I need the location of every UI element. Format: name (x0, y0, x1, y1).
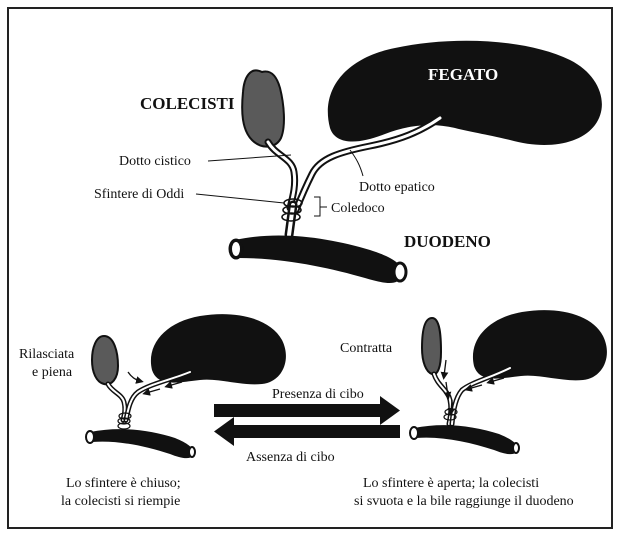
common-duct-label: Coledoco (331, 201, 385, 216)
liver-shape (328, 41, 602, 145)
relaxed-label-line2: e piena (32, 365, 73, 380)
right-caption-line2: si svuota e la bile raggiunge il duodeno (354, 494, 574, 509)
right-caption-line1: Lo sfintere è aperta; la colecisti (363, 476, 539, 491)
left-caption-line1: Lo sfintere è chiuso; (66, 476, 181, 491)
contracted-label: Contratta (340, 341, 393, 356)
duodenum-tube (229, 235, 406, 283)
relaxed-label-line1: Rilasciata (19, 347, 75, 362)
liver-label: FEGATO (428, 65, 498, 84)
duodenum-label: DUODENO (404, 232, 491, 251)
gallbladder-shape (242, 70, 284, 146)
food-present-label: Presenza di cibo (272, 387, 364, 402)
left-caption-line2: la colecisti si riempie (61, 494, 180, 509)
food-absent-arrow (214, 417, 400, 446)
cystic-duct-label: Dotto cistico (119, 154, 191, 169)
hepatic-duct-label: Dotto epatico (359, 180, 435, 195)
gallbladder-label: COLECISTI (140, 94, 235, 113)
right-state-diagram (410, 310, 607, 454)
food-absent-label: Assenza di cibo (246, 450, 335, 465)
sphincter-label: Sfintere di Oddi (94, 187, 184, 202)
